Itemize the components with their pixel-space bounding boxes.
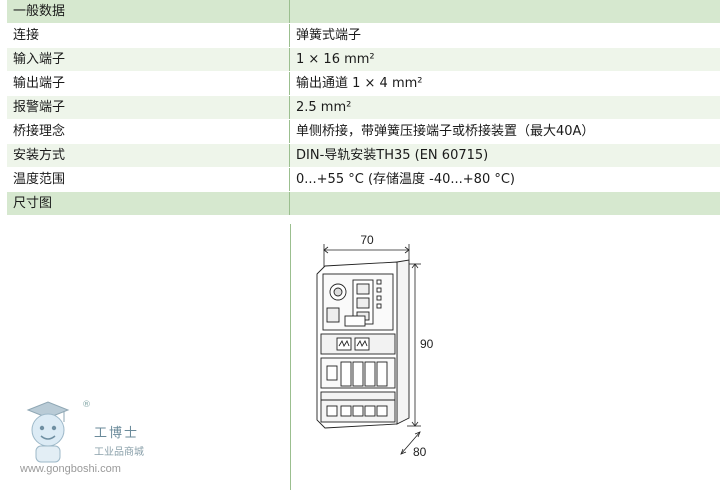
row-value: 弹簧式端子 — [296, 28, 362, 43]
depth-dimension — [400, 431, 421, 455]
section-header-filler — [290, 192, 720, 215]
row-value: DIN-导轨安装TH35 (EN 60715) — [296, 148, 489, 163]
row-label: 桥接理念 — [7, 120, 290, 143]
dimension-drawing-area: 70 90 80 — [7, 224, 720, 490]
row-value: 0...+55 °C (存储温度 -40...+80 °C) — [296, 172, 515, 187]
watermark-subtitle: 工业品商城 — [94, 447, 144, 458]
watermark-brand: 工博士 — [94, 426, 140, 441]
registered-mark: ® — [82, 400, 91, 410]
row-label: 输入端子 — [7, 48, 290, 71]
row-value: 2.5 mm² — [296, 100, 352, 115]
height-label: 90 — [420, 337, 434, 351]
depth-label: 80 — [413, 445, 427, 459]
table-row: 安装方式 DIN-导轨安装TH35 (EN 60715) — [7, 144, 720, 168]
row-value: 单侧桥接，带弹簧压接端子或桥接装置（最大40A） — [296, 124, 595, 139]
table-row: 输出端子 输出通道 1 × 4 mm² — [7, 72, 720, 96]
table-row: 输入端子 1 × 16 mm² — [7, 48, 720, 72]
column-divider — [290, 224, 291, 490]
row-label: 报警端子 — [7, 96, 290, 119]
dimension-drawing: 70 90 80 — [316, 233, 434, 459]
table-row: 报警端子 2.5 mm² — [7, 96, 720, 120]
section-title-general: 一般数据 — [7, 0, 290, 23]
width-label: 70 — [360, 233, 374, 247]
watermark: ® 工博士 工业品商城 www.gongboshi.com — [14, 398, 154, 484]
row-label: 安装方式 — [7, 144, 290, 167]
section-title-dimensions: 尺寸图 — [7, 192, 290, 215]
table-row: 温度范围 0...+55 °C (存储温度 -40...+80 °C) — [7, 168, 720, 192]
section-header-filler — [290, 0, 720, 23]
spec-table: 一般数据 连接 弹簧式端子 输入端子 1 × 16 mm² 输出端子 输出通道 … — [7, 0, 720, 216]
row-label: 连接 — [7, 24, 290, 47]
mascot-logo-icon — [26, 401, 70, 463]
watermark-url: www.gongboshi.com — [20, 463, 121, 475]
table-row: 连接 弹簧式端子 — [7, 24, 720, 48]
row-label: 输出端子 — [7, 72, 290, 95]
row-label: 温度范围 — [7, 168, 290, 191]
table-row: 桥接理念 单侧桥接，带弹簧压接端子或桥接装置（最大40A） — [7, 120, 720, 144]
section-header-dimensions: 尺寸图 — [7, 192, 720, 216]
device-outline — [316, 259, 410, 429]
width-dimension — [323, 244, 410, 270]
row-value: 输出通道 1 × 4 mm² — [296, 76, 423, 91]
row-value: 1 × 16 mm² — [296, 52, 375, 67]
section-header-general: 一般数据 — [7, 0, 720, 24]
